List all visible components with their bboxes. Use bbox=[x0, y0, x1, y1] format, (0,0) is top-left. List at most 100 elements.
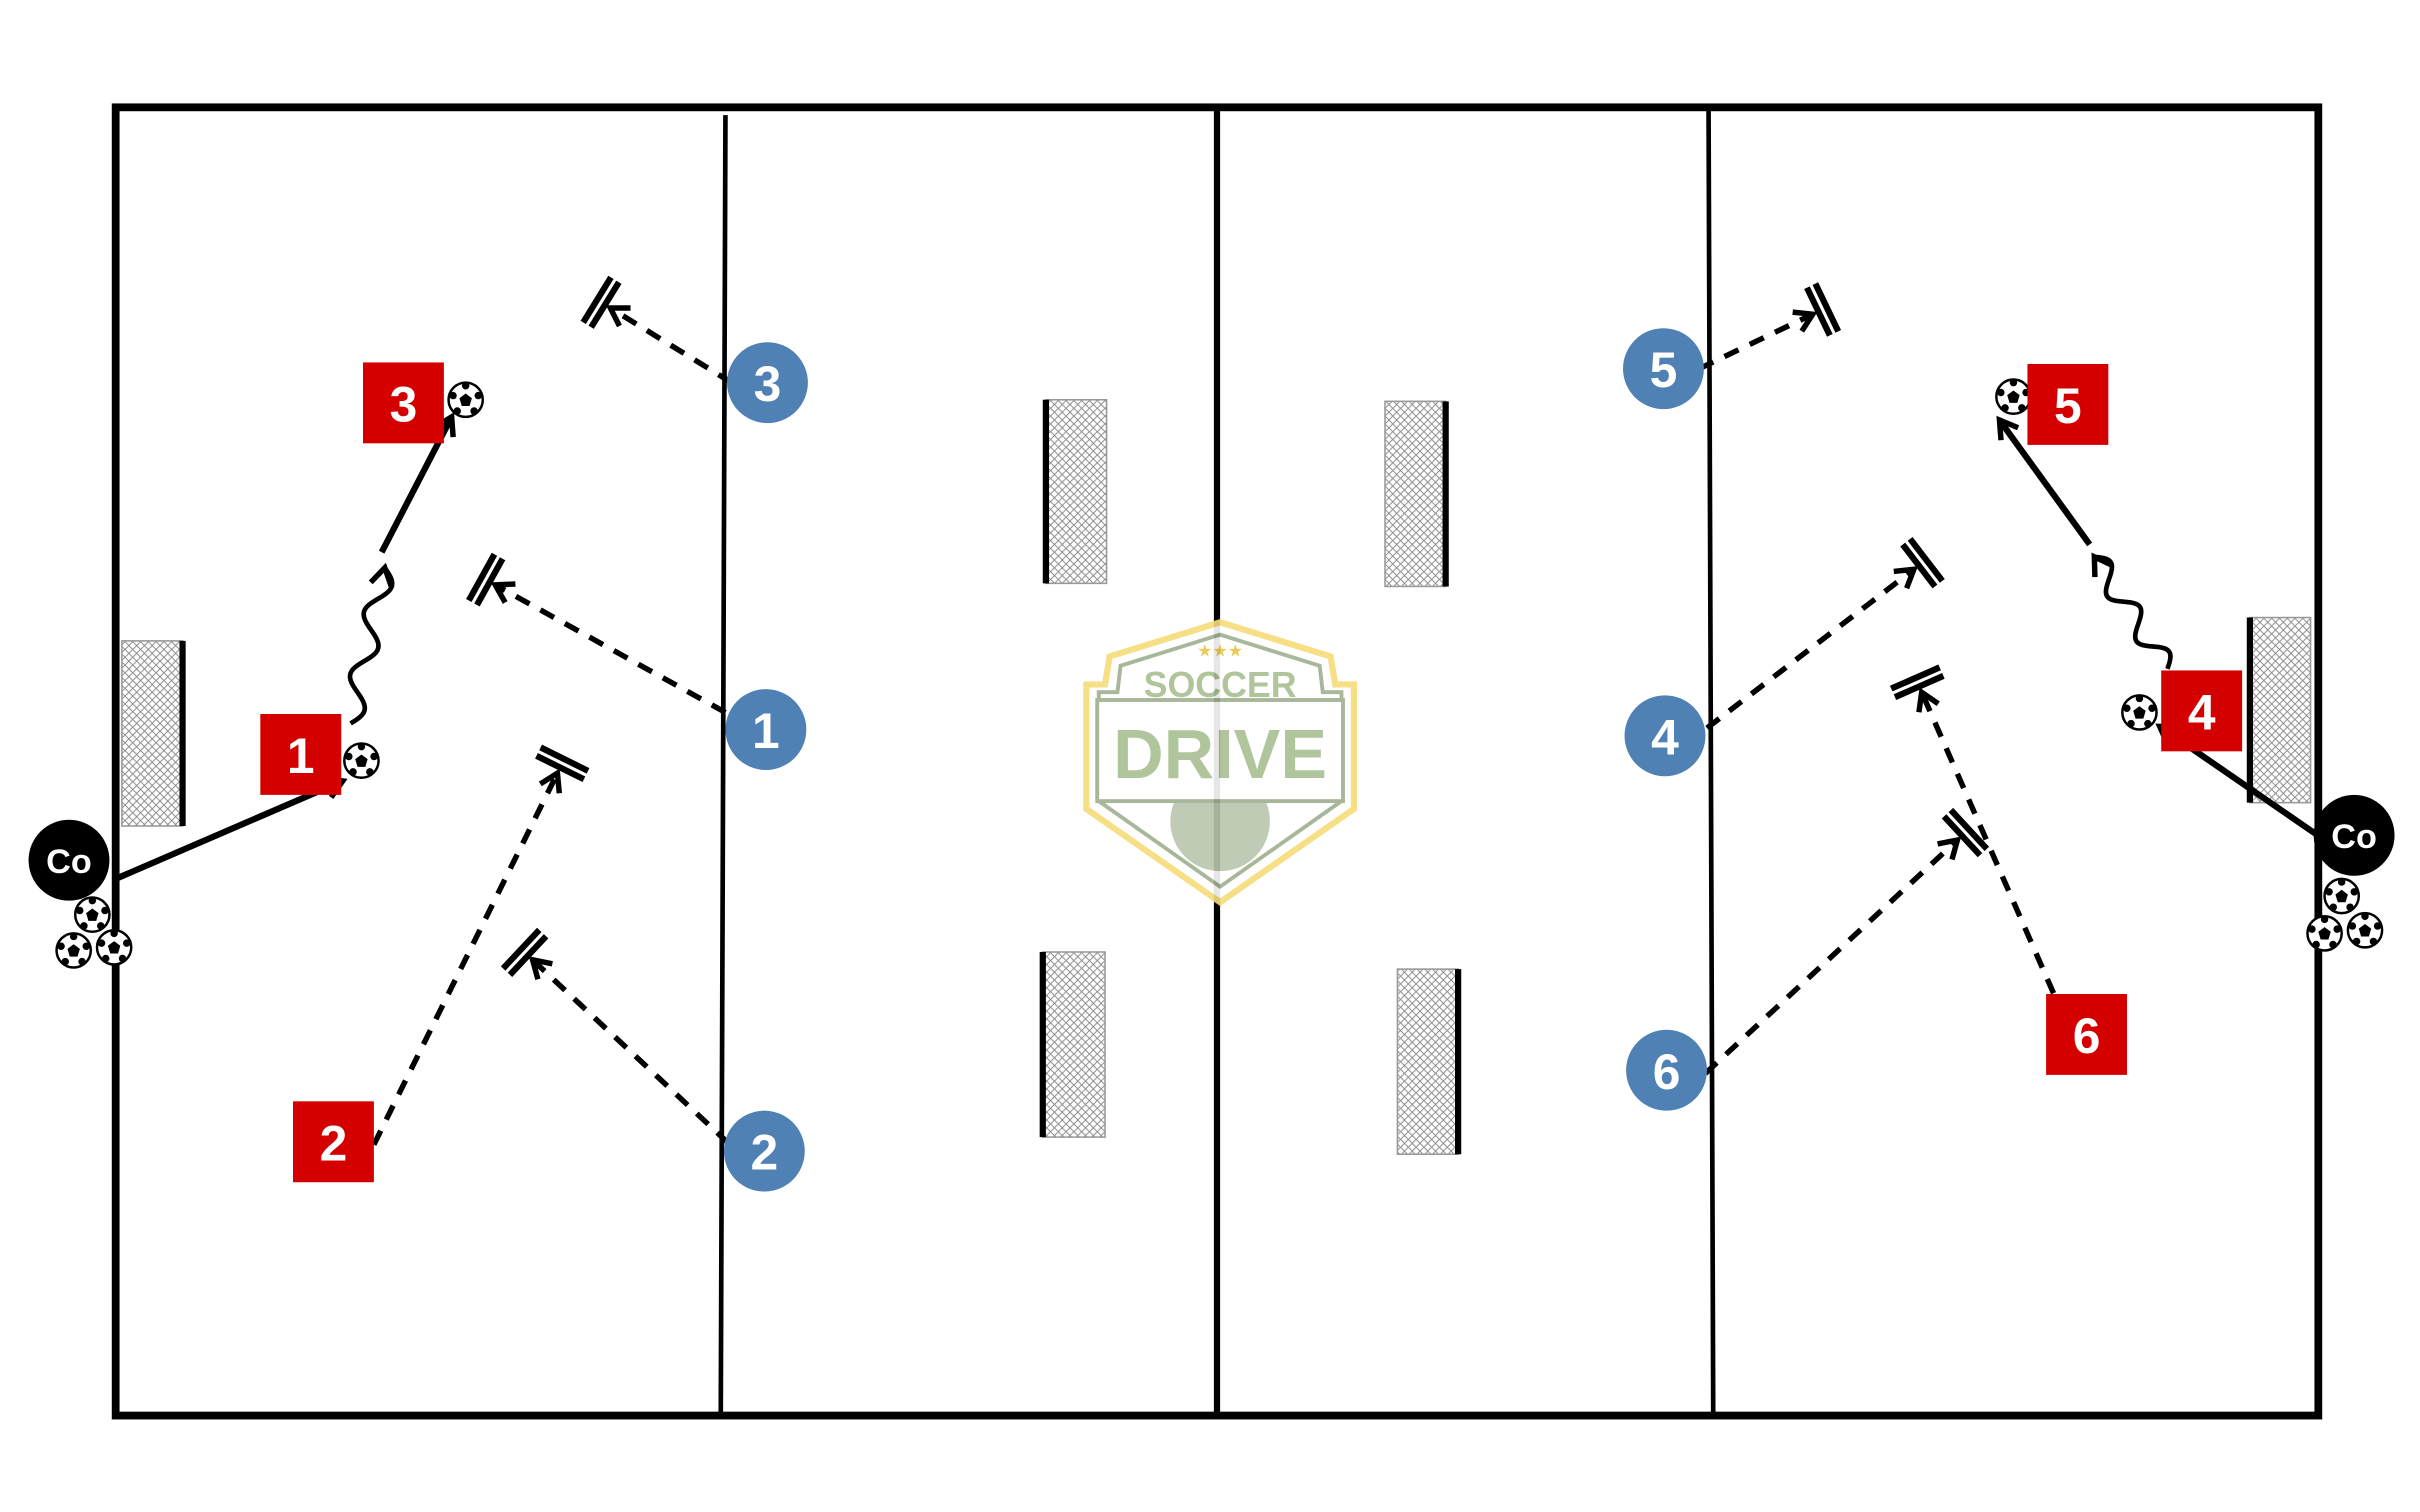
red-player-label: 4 bbox=[2188, 684, 2216, 740]
ball-patch bbox=[461, 382, 470, 390]
dribble-path bbox=[2094, 554, 2173, 670]
ball-patch bbox=[2308, 925, 2316, 933]
ball-patch bbox=[474, 391, 482, 400]
ball-patch bbox=[2325, 888, 2333, 896]
barrier-mark bbox=[1941, 814, 1983, 858]
barrier-mark bbox=[580, 275, 614, 324]
arrow-head-icon bbox=[1996, 415, 2020, 441]
arrow-head-icon bbox=[538, 768, 562, 794]
coach-label: Co bbox=[2331, 818, 2377, 856]
ball-patch bbox=[370, 752, 378, 761]
blue-player-label: 5 bbox=[1650, 342, 1678, 398]
soccer-ball-icon bbox=[2323, 877, 2361, 915]
arrow-head-icon bbox=[368, 562, 394, 588]
red-player-3: 3 bbox=[363, 362, 444, 444]
red-player-marker bbox=[2027, 364, 2109, 445]
red-player-1: 1 bbox=[260, 714, 342, 795]
blue-player-marker bbox=[725, 689, 807, 770]
logo-text-soccer: SOCCER bbox=[1144, 665, 1297, 705]
mini-goal bbox=[2249, 616, 2312, 804]
ball-patch bbox=[345, 752, 353, 761]
ball-patch bbox=[366, 768, 374, 776]
arrow-head-icon bbox=[1937, 836, 1962, 861]
ball-patch bbox=[2123, 704, 2131, 712]
red-player-marker bbox=[2161, 670, 2243, 752]
run-path bbox=[1705, 567, 1916, 731]
ball-patch bbox=[69, 932, 78, 941]
red-player-4: 4 bbox=[2161, 670, 2243, 752]
ball-patch bbox=[2135, 694, 2144, 703]
arrow-head-icon bbox=[1916, 687, 1940, 713]
blue-player-marker bbox=[727, 342, 808, 424]
ball-patch bbox=[78, 957, 86, 966]
barrier-mark bbox=[474, 557, 506, 607]
ball-patch bbox=[67, 944, 80, 957]
ball-patch bbox=[2373, 922, 2382, 930]
ball-patch bbox=[82, 942, 90, 950]
red-player-marker bbox=[2046, 994, 2127, 1075]
barrier-mark bbox=[1893, 673, 1945, 700]
run-path bbox=[530, 957, 731, 1146]
coach-marker bbox=[28, 819, 110, 901]
ball-patch bbox=[2144, 719, 2152, 728]
ball-patch bbox=[2127, 719, 2135, 728]
soccer-ball-icon bbox=[1995, 378, 2032, 416]
ball-patch bbox=[57, 942, 65, 950]
blue-player-label: 1 bbox=[752, 703, 780, 759]
ball-patch bbox=[357, 742, 366, 751]
ball-patch bbox=[2358, 924, 2372, 937]
red-player-marker bbox=[363, 362, 444, 444]
ball-patch bbox=[80, 922, 88, 930]
ball-patch bbox=[2352, 937, 2361, 946]
ball-patch bbox=[355, 754, 368, 767]
arrow-head-icon bbox=[2091, 552, 2114, 578]
ball-patch bbox=[2133, 706, 2146, 719]
red-player-label: 3 bbox=[390, 376, 418, 432]
barrier-mark bbox=[539, 744, 590, 774]
ball-patch bbox=[122, 939, 131, 947]
red-player-label: 6 bbox=[2073, 1008, 2101, 1064]
ball-patch bbox=[88, 896, 97, 905]
soccer-ball-icon bbox=[95, 928, 133, 966]
pass-line bbox=[114, 778, 345, 882]
mini-goal bbox=[1042, 951, 1106, 1138]
ball-patch bbox=[453, 407, 461, 415]
ball-patch bbox=[449, 391, 457, 400]
pass-line bbox=[1996, 418, 2093, 547]
field bbox=[111, 103, 2323, 1420]
blue-player-marker bbox=[1626, 1029, 1707, 1111]
coach-marker bbox=[2313, 794, 2395, 876]
mini-goal bbox=[1396, 968, 1459, 1155]
blue-player-label: 2 bbox=[750, 1125, 778, 1181]
coach-2: Co bbox=[2313, 794, 2395, 876]
ball-patch bbox=[61, 957, 69, 966]
run-path bbox=[1919, 691, 2068, 1020]
soccer-ball-icon bbox=[55, 932, 93, 969]
ball-patch bbox=[2312, 940, 2320, 949]
red-player-6: 6 bbox=[2046, 994, 2127, 1075]
barrier-mark bbox=[1804, 286, 1833, 337]
barrier-mark bbox=[1948, 807, 1990, 851]
blue-player-label: 3 bbox=[754, 356, 782, 412]
blue-player-3: 3 bbox=[727, 342, 808, 424]
red-player-2: 2 bbox=[293, 1101, 374, 1183]
blue-player-marker bbox=[723, 1110, 805, 1192]
barrier-mark bbox=[1907, 536, 1945, 583]
ball-patch bbox=[1997, 388, 2005, 397]
soccer-ball-icon bbox=[2121, 694, 2158, 731]
barrier-mark bbox=[507, 934, 549, 977]
soccer-ball-icon bbox=[73, 896, 111, 934]
arrow-head-icon bbox=[605, 305, 631, 328]
ball-patch bbox=[470, 407, 478, 415]
ball-patch bbox=[2329, 903, 2337, 911]
ball-patch bbox=[2018, 404, 2026, 412]
ball-patch bbox=[2348, 922, 2357, 930]
red-player-label: 2 bbox=[320, 1115, 348, 1171]
ball-patch bbox=[2337, 878, 2346, 886]
dribble-path bbox=[347, 566, 395, 726]
run-path bbox=[359, 771, 560, 1171]
coach-1: Co bbox=[28, 819, 110, 901]
logo-stars: ★★★ bbox=[1197, 641, 1243, 660]
red-player-marker bbox=[293, 1101, 374, 1183]
ball-patch bbox=[2148, 704, 2156, 712]
